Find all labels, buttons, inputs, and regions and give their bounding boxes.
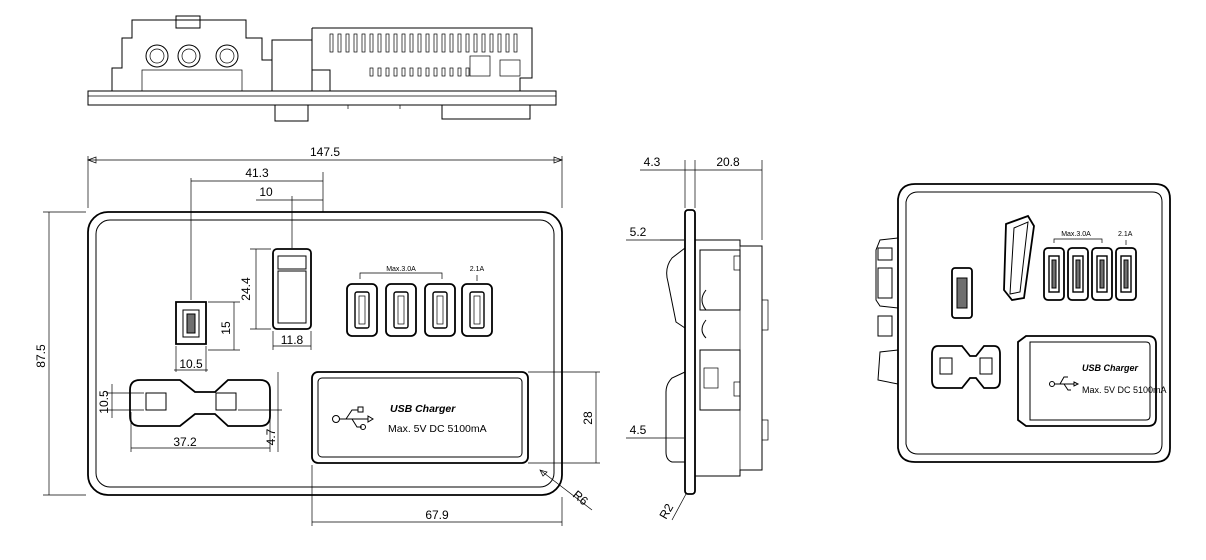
- side-label: [665, 371, 686, 463]
- dim-switch-protrusion: 5.2: [630, 225, 647, 239]
- housing-vent: [401, 67, 406, 77]
- top-view: [87, 15, 557, 122]
- iso-switch: [1003, 214, 1035, 301]
- iso-label-spec: Max. 5V DC 5100mA: [1082, 385, 1167, 395]
- side-view: 4.3 20.8 5.2 4.5 R2: [626, 155, 769, 522]
- iso-usb-single-label: 2.1A: [1118, 231, 1133, 238]
- housing-vent: [369, 67, 374, 77]
- housing-vent: [409, 67, 414, 77]
- housing-fin: [369, 33, 374, 53]
- side-switch: [666, 247, 686, 329]
- label-title: USB Charger: [390, 403, 456, 415]
- dim-width: 147.5: [310, 145, 340, 159]
- housing-fin: [441, 33, 446, 53]
- housing-fin: [385, 33, 390, 53]
- dim-corner-radius: R6: [570, 488, 591, 509]
- dim-label-height: 28: [581, 411, 595, 425]
- earth-socket: [175, 301, 207, 345]
- dim-switch-height: 24.4: [239, 277, 253, 301]
- power-switch: [272, 248, 312, 330]
- iso-usb-group-label: Max.3.0A: [1061, 231, 1091, 238]
- housing-vent: [457, 67, 462, 77]
- housing-fin: [345, 33, 350, 53]
- iso-pin-socket: [931, 345, 1001, 389]
- housing-fin: [401, 33, 406, 53]
- dim-switch-offset: 41.3: [245, 166, 269, 180]
- label-spec: Max. 5V DC 5100mA: [388, 423, 487, 435]
- front-view: Max.3.0A 2.1A USB Charger Max. 5V DC 510…: [34, 145, 600, 526]
- dim-depth: 20.8: [716, 155, 740, 169]
- housing-vent: [449, 67, 454, 77]
- dim-label-width: 67.9: [425, 508, 449, 522]
- housing-vent: [465, 67, 470, 77]
- usb-ports: [346, 283, 493, 337]
- dim-height: 87.5: [34, 344, 48, 368]
- housing-fin: [329, 33, 334, 53]
- pin-socket: [129, 379, 271, 427]
- label-panel: [311, 371, 529, 464]
- housing-fin: [417, 33, 422, 53]
- dim-edge-radius: R2: [656, 501, 676, 522]
- housing-fin: [337, 33, 342, 53]
- usb-symbol-icon: [332, 406, 374, 430]
- housing-vent: [417, 67, 422, 77]
- housing-fin: [393, 33, 398, 53]
- dim-pin-height: 10.5: [97, 390, 111, 414]
- housing-fin: [449, 33, 454, 53]
- front-dimensions: 147.5 41.3 10 87.5 24.4 11.8 15: [34, 145, 600, 526]
- housing-fin: [377, 33, 382, 53]
- iso-label-panel: [1017, 335, 1157, 427]
- housing-vent: [377, 67, 382, 77]
- housing-vent: [433, 67, 438, 77]
- iso-plate: [897, 183, 1171, 463]
- housing-fin: [409, 33, 414, 53]
- housing-vent: [441, 67, 446, 77]
- housing-vent: [385, 67, 390, 77]
- side-plate: [684, 209, 696, 495]
- face-plate: [87, 211, 563, 496]
- face-plate-inner: [95, 219, 555, 488]
- housing-fin: [353, 33, 358, 53]
- housing-vent: [425, 67, 430, 77]
- housing-fin: [505, 33, 510, 53]
- housing-fin: [473, 33, 478, 53]
- dim-switch-gap: 10: [259, 185, 273, 199]
- iso-usb-ports: [1043, 247, 1137, 301]
- housing-fins: [329, 33, 518, 77]
- dim-earth-slot-width: 10.5: [179, 357, 203, 371]
- housing-fin: [481, 33, 486, 53]
- dim-earth-slot-height: 15: [219, 321, 233, 335]
- housing-fin: [489, 33, 494, 53]
- housing-vent: [393, 67, 398, 77]
- housing-fin: [513, 33, 518, 53]
- usb-group-label: Max.3.0A: [386, 266, 416, 273]
- dim-label-protrusion: 4.5: [630, 423, 647, 437]
- side-dimensions: 4.3 20.8 5.2 4.5 R2: [626, 155, 763, 522]
- dim-switch-width: 11.8: [281, 333, 304, 347]
- housing-fin: [361, 33, 366, 53]
- iso-view: Max.3.0A 2.1A USB Charger Max. 5V DC 510…: [875, 183, 1171, 463]
- housing-fin: [425, 33, 430, 53]
- dim-pin-offset: 4.7: [264, 428, 278, 445]
- housing-fin: [457, 33, 462, 53]
- dim-pin-spacing: 37.2: [173, 435, 197, 449]
- dim-plate-thickness: 4.3: [644, 155, 661, 169]
- housing-fin: [465, 33, 470, 53]
- housing-fin: [497, 33, 502, 53]
- usb-single-label: 2.1A: [470, 266, 485, 273]
- iso-label-title: USB Charger: [1082, 363, 1139, 373]
- iso-usb-symbol-icon: [1049, 376, 1080, 391]
- housing-fin: [433, 33, 438, 53]
